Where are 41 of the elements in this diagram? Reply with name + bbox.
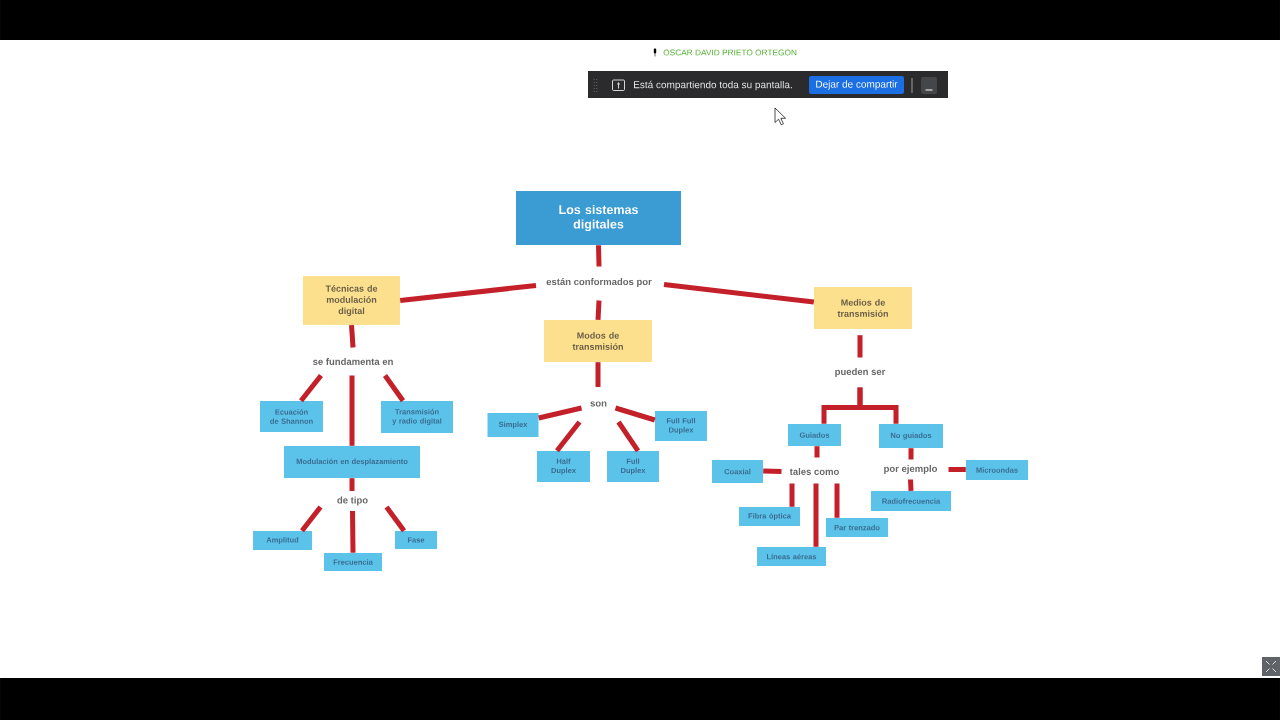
connector-line: [595, 300, 602, 320]
connector-line: [614, 405, 656, 423]
connector-line: [857, 387, 899, 424]
concept-box: Modos de transmisión: [544, 320, 652, 362]
connector-line: [814, 446, 820, 458]
main-topic-box: Los sistemas digitales: [516, 191, 681, 245]
connector-line: [299, 373, 323, 403]
connector-line: [300, 505, 323, 533]
connector-line: [908, 479, 914, 491]
connector-line: [538, 405, 583, 421]
linking-phrase: tales como: [789, 468, 839, 475]
presenter-name: OSCAR DAVID PRIETO ORTEGON: [663, 49, 797, 56]
stop-sharing-button: Dejar de compartir: [809, 76, 904, 94]
connector-line: [857, 335, 863, 358]
share-status-text: Está compartiendo toda su pantalla.: [634, 80, 792, 91]
linking-phrase: pueden ser: [835, 368, 886, 377]
connector-line: [789, 483, 795, 507]
linking-phrase: son: [590, 401, 607, 407]
connector-line: [908, 448, 914, 460]
connector-line: [663, 282, 815, 305]
connector-line: [349, 375, 355, 446]
connector-line: [350, 510, 356, 553]
connector-line: [813, 483, 819, 547]
connector-line: [555, 420, 582, 453]
linking-phrase: de tipo: [337, 496, 368, 506]
linking-phrase: por ejemplo: [884, 465, 938, 474]
connector-line: [948, 467, 966, 472]
connector-line: [399, 283, 537, 303]
connector-line: [834, 483, 840, 518]
linking-phrase: se fundamenta en: [312, 358, 393, 365]
connector-line: [596, 245, 602, 267]
connector-line: [384, 505, 407, 533]
connector-line: [349, 478, 355, 491]
connector-line: [595, 362, 601, 387]
concept-box: Medios de transmisión: [814, 287, 912, 329]
connector-line: [382, 374, 406, 403]
concept-box: Técnicas de modulación digital: [303, 276, 400, 325]
connector-line: [763, 468, 782, 474]
linking-phrase: están conformados por: [546, 278, 652, 287]
connector-line: [349, 325, 356, 348]
connector-line: [616, 420, 641, 453]
